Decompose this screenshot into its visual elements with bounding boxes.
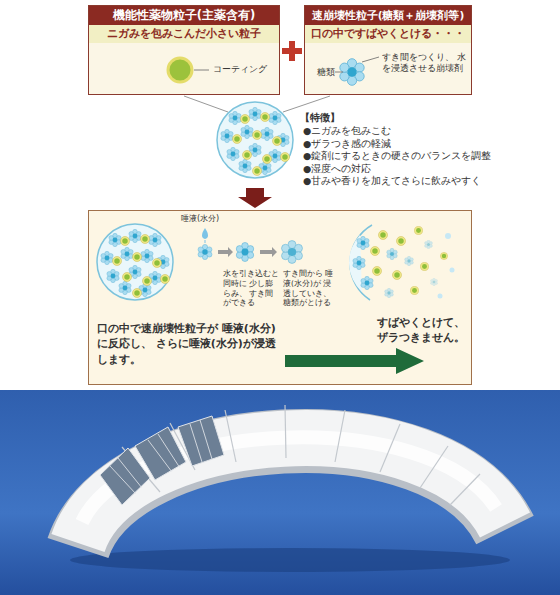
feature-item: ●ザラつき感の軽減 [303,138,391,149]
node-body: 口の中ですばやくとける・・・ [305,25,471,43]
node-heading: 機能性薬物粒子(主薬含有) [89,6,279,25]
feature-item: ●錠剤にするときの硬さのバランスを調整 [303,150,491,161]
step-label: 唾液(水分) [181,214,219,224]
feature-item: ●甘みや香りを加えてさらに飲みやすく [303,175,481,186]
feature-item: ●湿度への対応 [303,163,371,174]
part-label: すき間をつくり、 水を浸透させる崩壊剤 [382,52,470,74]
part-label: コーティング [213,64,267,75]
process-box: 機能性薬物粒子(主薬含有)ニガみを包みこんだ小さい粒子コーティング [88,5,280,95]
process-box: 速崩壊性粒子(糖類＋崩壊剤等)口の中ですばやくとける・・・糖類 すき間をつくり、 … [304,5,472,95]
feature-heading: 【特徴】 [300,112,340,124]
part-label: 糖類 [317,67,335,78]
step-caption: すき間から 唾液(水分)が 浸透していき、 糖類がとける [283,269,337,308]
step-caption: 水を引き込むと同時に 少し膨らみ、 すき間ができる [223,269,279,308]
feature-item: ●ニガみを包みこむ [303,125,391,136]
node-body: ニガみを包みこんだ小さい粒子 [89,25,279,43]
explanation-text: 口の中で速崩壊性粒子が 唾液(水分)に反応し、 さらに唾液(水分)が浸透します。 [97,321,277,367]
node-heading: 速崩壊性粒子(糖類＋崩壊剤等) [305,6,471,25]
result-text: すばやくとけて、 ザラつきません。 [377,315,469,346]
process-box: 唾液(水分) 水を引き込むと同時に 少し膨らみ、 すき間ができるすき間から 唾液(… [88,210,472,385]
